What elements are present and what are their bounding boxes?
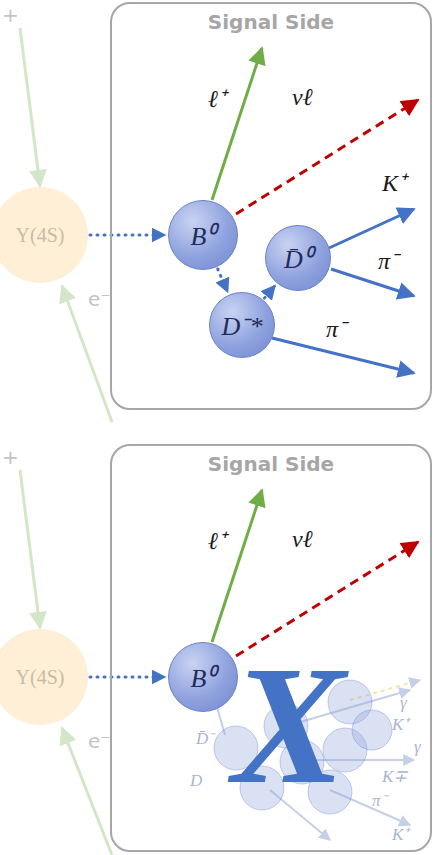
- particle-label: π⁻: [378, 248, 398, 274]
- particle-circle: B⁰: [168, 200, 238, 270]
- particle-label: ℓ⁺: [208, 528, 226, 554]
- particle-name: D̄⁰: [284, 240, 312, 276]
- particle-label: π⁻: [326, 316, 346, 342]
- hadron-label: K⁺: [392, 716, 409, 735]
- hadron-label: D: [190, 772, 202, 791]
- hadron-label: π⁻: [372, 792, 387, 811]
- particle-name: D⁻*: [222, 307, 263, 343]
- particle-circle: B⁰: [168, 642, 238, 712]
- particle-label: νℓ: [292, 84, 313, 110]
- particle-name: B⁰: [191, 217, 216, 253]
- hadron-label: K⁺: [392, 826, 409, 845]
- hadron-label: γ: [414, 738, 421, 757]
- particle-circle: D⁻*: [209, 292, 275, 358]
- particle-name: B⁰: [191, 659, 216, 695]
- particle-name: Υ(4S): [16, 666, 65, 689]
- hadron-label: D̄⁻: [196, 730, 214, 749]
- panel-heading: Signal Side: [112, 10, 430, 34]
- particle-label: ℓ⁺: [208, 86, 226, 112]
- unknown-system-symbol: X: [232, 640, 345, 810]
- beam-label: e⁻: [88, 288, 111, 310]
- upsilon-particle: Υ(4S): [0, 187, 88, 283]
- particle-circle: D̄⁰: [265, 225, 331, 291]
- beam-label: e⁻: [88, 730, 111, 752]
- decay-connector: [90, 676, 165, 679]
- particle-label: νℓ: [292, 526, 313, 552]
- panel-heading: Signal Side: [112, 452, 430, 476]
- beam-label: +: [2, 4, 19, 26]
- hadron-label: γ: [400, 694, 407, 713]
- particle-label: K⁺: [382, 170, 406, 196]
- signal-side-panel: Signal SideB⁰ D⁻* D̄⁰: [110, 2, 432, 410]
- decay-connector: [218, 269, 228, 292]
- upsilon-particle: Υ(4S): [0, 629, 88, 725]
- beam-label: +: [2, 446, 19, 468]
- decay-connector: [264, 286, 274, 299]
- hadron-label: K∓: [382, 768, 407, 787]
- decay-connector: [90, 234, 165, 237]
- particle-name: Υ(4S): [16, 224, 65, 247]
